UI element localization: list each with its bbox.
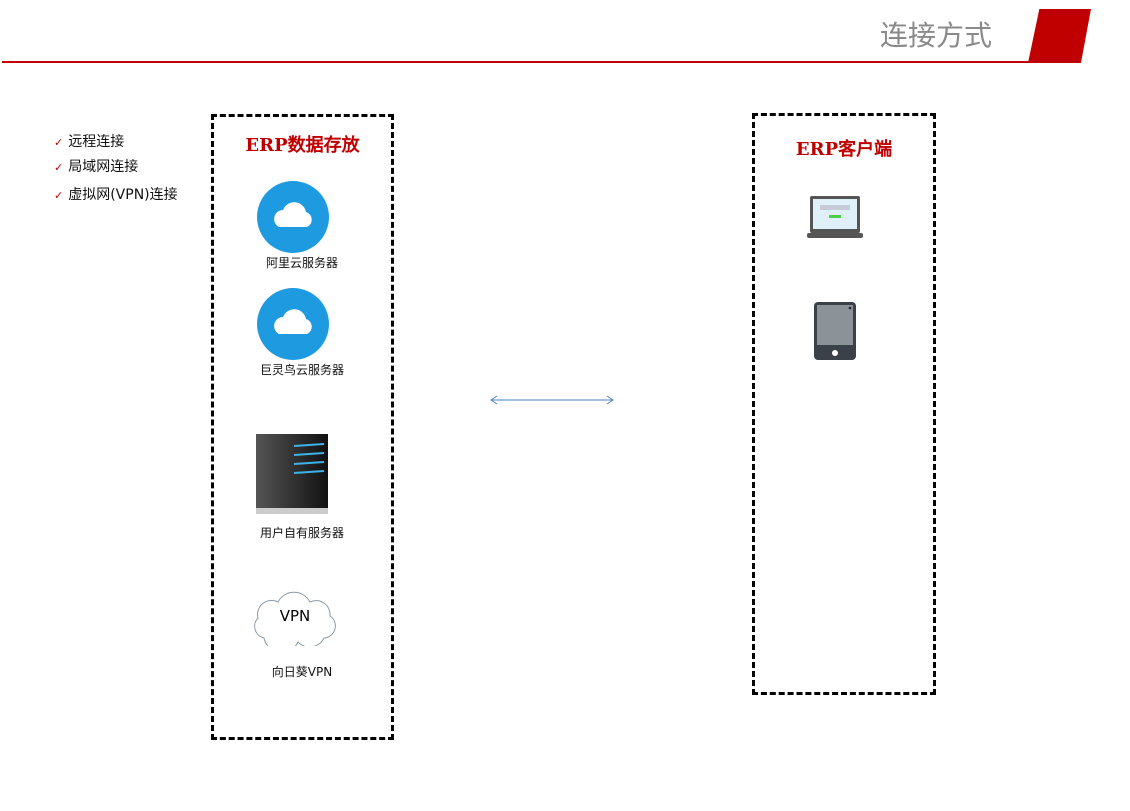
bidirectional-arrow (490, 395, 614, 405)
server-label: 向日葵VPN (271, 665, 333, 679)
cloud-icon (257, 288, 329, 360)
checklist-label: 局域网连接 (68, 159, 139, 175)
header-divider (2, 61, 1072, 63)
storage-title: ERP数据存放 (245, 135, 360, 156)
check-icon: ✓ (54, 161, 64, 174)
check-icon: ✓ (54, 136, 64, 149)
checklist-item: ✓ 远程连接 (54, 131, 124, 151)
checklist-label: 远程连接 (68, 134, 125, 150)
server-label: 巨灵鸟云服务器 (259, 363, 344, 377)
client-group: ERP客户端 (752, 113, 936, 695)
client-title: ERP客户端 (795, 139, 893, 160)
server-label: 阿里云服务器 (265, 256, 338, 270)
checklist-item: ✓ 虚拟网(VPN)连接 (54, 184, 178, 204)
vpn-cloud-icon: VPN (246, 590, 344, 646)
page-title: 连接方式 (880, 19, 993, 52)
cloud-icon (257, 181, 329, 253)
check-icon: ✓ (54, 189, 64, 202)
checklist-label: 虚拟网(VPN)连接 (68, 187, 178, 203)
storage-group: ERP数据存放 (211, 114, 394, 740)
title-accent-bar (1028, 9, 1091, 63)
tablet-icon (813, 301, 857, 365)
vpn-icon-text: VPN (279, 607, 311, 625)
server-icon (254, 430, 338, 522)
laptop-icon (807, 195, 863, 243)
checklist-item: ✓ 局域网连接 (54, 156, 138, 176)
server-label: 用户自有服务器 (259, 526, 344, 540)
